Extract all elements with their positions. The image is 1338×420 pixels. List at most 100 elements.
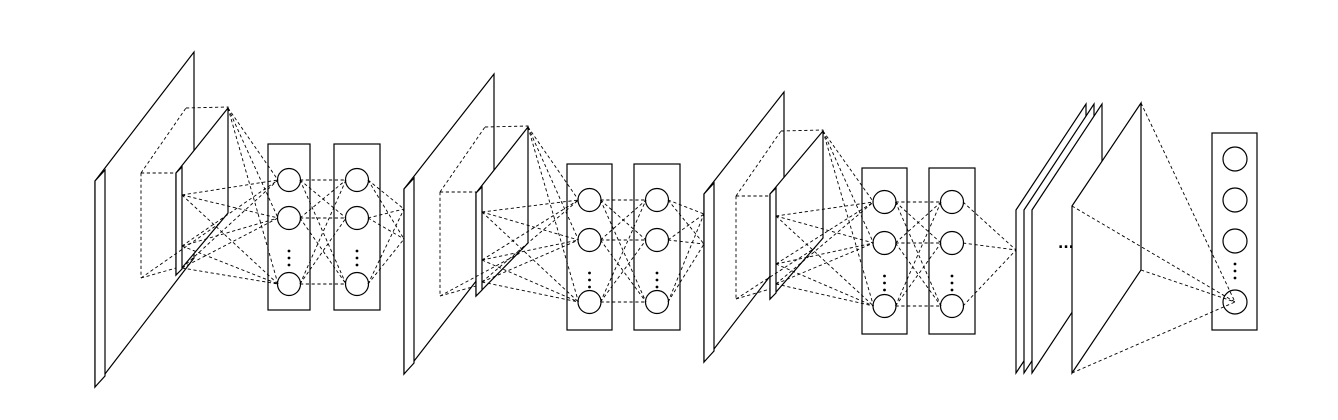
connection (181, 194, 279, 285)
connection (481, 211, 579, 303)
connection (299, 179, 347, 219)
output-neuron (1222, 228, 1248, 254)
connection (367, 238, 405, 285)
neuron (276, 167, 302, 193)
connection (481, 281, 579, 303)
ellipsis-dot (655, 271, 659, 275)
stage-3 (703, 90, 1017, 364)
neuron (939, 189, 965, 215)
neuron (872, 293, 897, 319)
connection (775, 201, 874, 217)
receptive-field-edge (735, 247, 816, 300)
connection (181, 179, 279, 269)
ellipsis-dot (287, 263, 291, 267)
connection (775, 215, 874, 307)
ellipsis-dot (588, 271, 591, 275)
connection (775, 242, 874, 265)
neuron (344, 205, 370, 231)
neuron (577, 289, 602, 315)
feature-map-edge (175, 165, 183, 277)
stage-2 (403, 72, 705, 376)
connection (367, 179, 405, 210)
ellipsis-label: ... (1058, 236, 1074, 252)
output-neuron (1222, 146, 1248, 172)
ellipsis-dot (950, 274, 954, 278)
connection (367, 208, 405, 285)
input-plane-edge (403, 176, 415, 376)
receptive-field-edge (185, 106, 229, 109)
feature-map-edge (475, 185, 483, 298)
neuron (872, 230, 897, 256)
ellipsis-dot (1233, 269, 1237, 273)
neuron (939, 293, 965, 319)
connection (481, 199, 579, 213)
connection (481, 239, 579, 283)
connection (600, 199, 647, 241)
neuron (939, 230, 965, 256)
ellipsis-dot (883, 274, 886, 278)
connection (227, 107, 279, 219)
connection (481, 259, 579, 303)
ellipsis-dot (1233, 276, 1237, 280)
neuron (344, 271, 370, 297)
receptive-field-edge (735, 288, 771, 300)
connection (299, 179, 347, 285)
ellipsis-dot (883, 281, 886, 285)
connection (1071, 205, 1236, 303)
connection (481, 211, 579, 241)
connection (667, 199, 705, 215)
receptive-field-edge (735, 130, 782, 197)
connection (667, 239, 705, 245)
connection (299, 179, 347, 285)
connection (667, 213, 705, 241)
ellipsis-dot (355, 263, 359, 267)
neuron (577, 227, 602, 253)
connection (181, 267, 279, 285)
connection (181, 179, 279, 196)
connection (527, 126, 579, 201)
neuron (276, 205, 302, 231)
neuron (644, 187, 670, 213)
connection (667, 213, 705, 303)
ellipsis-dot (883, 288, 886, 292)
connection (775, 283, 874, 307)
neuron (344, 167, 370, 193)
neuron (644, 227, 670, 253)
connection (775, 201, 874, 285)
connection (600, 239, 647, 303)
connection (227, 107, 279, 181)
ellipsis-dot (588, 285, 591, 289)
connection (299, 217, 347, 285)
connection (775, 242, 874, 285)
ellipsis-dot (655, 285, 659, 289)
tail-section (1015, 101, 1258, 375)
connection (1140, 102, 1236, 303)
receptive-field-edge (140, 107, 187, 174)
neuron (577, 187, 602, 213)
ellipsis-dot (655, 278, 659, 282)
connection (895, 201, 942, 307)
connection (481, 199, 579, 261)
connection (600, 199, 647, 303)
connection (667, 199, 705, 245)
connection (895, 201, 942, 244)
receptive-field-edge (439, 285, 477, 297)
connection (527, 126, 579, 303)
connection (895, 201, 942, 307)
connection (181, 217, 279, 247)
feature-map-edge (769, 186, 777, 301)
connection (822, 130, 874, 307)
ellipsis-dot (287, 249, 291, 253)
connection (962, 201, 1017, 251)
ellipsis-dot (1233, 262, 1237, 266)
connection (600, 239, 647, 303)
ellipsis-dot (950, 281, 954, 285)
ellipsis-dot (355, 256, 359, 260)
receptive-field-edge (439, 126, 486, 193)
connection (895, 242, 942, 307)
connection (181, 194, 279, 219)
connection (775, 215, 874, 244)
stages (94, 50, 1017, 389)
receptive-field-edge (780, 129, 824, 132)
